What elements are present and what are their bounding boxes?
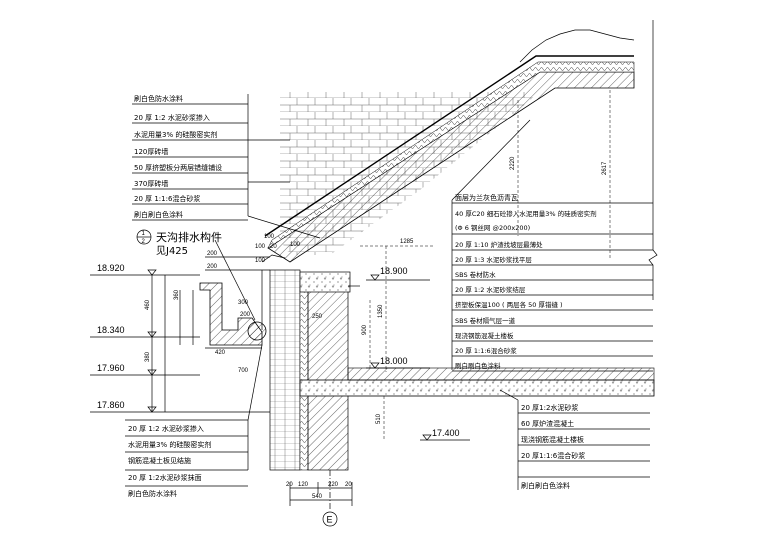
index-top: 1 [142, 231, 146, 237]
dim-20a: 20 [270, 244, 277, 250]
wall-note-7: 20 厚 1:1:6混合砂浆 [134, 194, 200, 203]
roof-notes: 面层为兰灰色沥青瓦 40 厚C20 细石砼掺入水泥用量3% 的硅质密实剂 (Φ … [452, 193, 653, 372]
dim-420: 420 [215, 350, 226, 356]
elev-18340: 18.340 [97, 325, 125, 335]
dim-510: 510 [376, 413, 382, 424]
floor-note-1: 20 厚1:2水泥砂浆 [521, 403, 578, 412]
floor-notes: 20 厚1:2水泥砂浆 60 厚炉渣混凝土 现浇钢筋混凝土楼板 20 厚1:1:… [518, 403, 650, 490]
dim-1285: 1285 [400, 239, 414, 245]
dim-100d: 100 [264, 234, 275, 240]
roof-shingle-line [264, 55, 634, 237]
dim-380: 380 [145, 351, 151, 362]
grid-axis-label: E [327, 515, 333, 525]
wall-outer [269, 269, 301, 471]
wall-note-6: 370厚砖墙 [134, 179, 168, 188]
roof-note-11: 20 厚 1:1:6混合砂浆 [455, 346, 517, 355]
dim-2617: 2617 [602, 161, 608, 175]
dim-460: 460 [145, 299, 151, 310]
wall-note-1: 刷白色防水涂料 [134, 94, 183, 103]
gutter-pipe [247, 321, 267, 341]
floor-note-4: 20 厚1:1:6混合砂浆 [521, 451, 585, 460]
floor-note-3: 现浇钢筋混凝土楼板 [521, 435, 584, 444]
wall-notes: 刷白色防水涂料 20 厚 1:2 水泥砂浆掺入 水泥用量3% 的硅酸密实剂 12… [132, 94, 248, 221]
roof-note-1: 面层为兰灰色沥青瓦 [455, 193, 518, 202]
elev-18000: 18.000 [380, 356, 408, 366]
dim-2220: 2220 [510, 156, 516, 170]
elev-17400: 17.400 [432, 428, 460, 438]
dim-360: 360 [174, 289, 180, 300]
dim-100a: 100 [255, 244, 266, 250]
eave-edge [261, 254, 286, 263]
dim-200a: 200 [207, 251, 218, 257]
roof-note-2: 40 厚C20 细石砼掺入水泥用量3% 的硅质密实剂 [455, 209, 597, 218]
dim-100c: 100 [290, 242, 301, 248]
roof-note-12: 刷白刷白色涂料 [455, 361, 501, 370]
roof-note-6: SBS 卷材防水 [455, 270, 496, 279]
gutter-note-1: 20 厚 1:2 水泥砂浆掺入 [128, 424, 204, 433]
dim-100b: 100 [255, 258, 266, 264]
gutter-ref: 见J425 [156, 245, 188, 257]
roof-insulation [267, 61, 635, 249]
elev-18920: 18.920 [97, 263, 125, 273]
gutter-note-2: 水泥用量3% 的硅酸密实剂 [128, 440, 211, 449]
interior-elevation-marks [366, 274, 470, 441]
ledge-block [299, 271, 351, 293]
dim-300: 300 [238, 300, 249, 306]
wall-note-8: 刷白刷白色涂料 [134, 210, 183, 219]
roof-note-9: SBS 卷材隔气层一道 [455, 316, 516, 325]
dim-20c: 20 [345, 482, 352, 488]
dim-120: 120 [298, 482, 309, 488]
roof-note-4: 20 厚 1:10 炉渣找坡层最薄处 [455, 240, 543, 249]
elev-17860: 17.860 [97, 400, 125, 410]
ridge-break-line [519, 29, 635, 63]
roof-note-10: 现浇钢筋混凝土楼板 [455, 331, 514, 340]
roof-note-8: 挤塑板保温100 ( 两层各 50 厚错缝 ) [455, 300, 563, 309]
index-bottom: 2 [142, 239, 146, 245]
dim-250: 250 [312, 314, 323, 320]
gutter-title: 天沟排水构件 [156, 230, 222, 244]
wall-note-2: 20 厚 1:2 水泥砂浆掺入 [134, 113, 210, 122]
roof-note-7: 20 厚 1:2 水泥砂浆结层 [455, 285, 526, 294]
roof-note-5: 20 厚 1:3 水泥砂浆找平层 [455, 255, 532, 264]
axis-bubble [322, 511, 338, 527]
dim-200b: 200 [207, 264, 218, 270]
floor-note-5: 刷白刷白色涂料 [521, 481, 570, 490]
elev-18900: 18.900 [380, 266, 408, 276]
roof-note-3: (Φ 6 钢丝网 @200x200) [455, 223, 530, 232]
wall-note-3: 水泥用量3% 的硅酸密实剂 [134, 130, 217, 139]
dim-20b: 20 [286, 482, 293, 488]
dim-220: 220 [328, 482, 339, 488]
gutter-note-4: 20 厚 1:2水泥砂浆抹面 [128, 473, 202, 482]
elevation-marks [90, 269, 270, 413]
wall-note-5: 50 厚挤塑板分两层错缝铺设 [134, 163, 222, 172]
gutter-note-3: 钢筋混凝土板见结施 [128, 456, 191, 465]
dim-200c: 200 [240, 312, 251, 318]
gutter-note-5: 刷白色防水涂料 [128, 489, 177, 498]
dim-900: 900 [362, 324, 368, 335]
dim-540: 540 [312, 494, 323, 500]
dim-700: 700 [238, 368, 249, 374]
gutter-dims [179, 256, 270, 349]
floor-note-2: 60 厚炉渣混凝土 [521, 419, 574, 428]
wall-note-4: 120厚砖墙 [134, 147, 168, 156]
gutter-notes: 20 厚 1:2 水泥砂浆掺入 水泥用量3% 的硅酸密实剂 钢筋混凝土板见结施 … [125, 419, 248, 498]
elev-17960: 17.960 [97, 363, 125, 373]
break-symbol [648, 249, 658, 271]
dim-1350: 1350 [378, 304, 384, 318]
